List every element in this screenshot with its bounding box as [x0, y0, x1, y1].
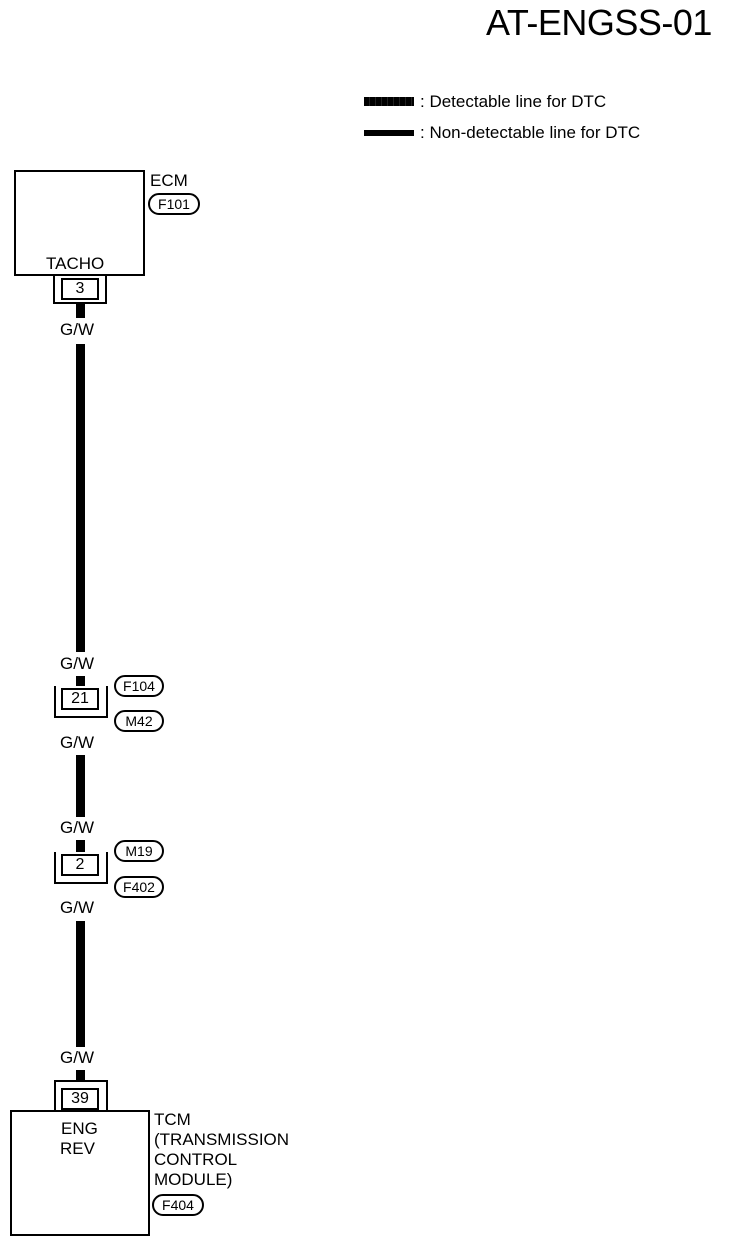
tcm-pin-label-2: REV — [60, 1139, 95, 1158]
wire-color-label: G/W — [60, 733, 94, 752]
wire-color-label: G/W — [60, 654, 94, 673]
legend-detectable-line — [364, 97, 414, 106]
wire-color-label: G/W — [60, 818, 94, 837]
tcm-name-line2: (TRANSMISSION — [154, 1130, 290, 1149]
joint2-terminal: 2 — [61, 854, 99, 876]
wire-color-label: G/W — [60, 1048, 94, 1067]
joint1-bracket — [54, 686, 108, 718]
joint2-bracket — [54, 852, 108, 884]
diagram-id: AT-ENGSS-01 — [486, 2, 712, 43]
tcm-name-line1: TCM — [154, 1110, 191, 1129]
wire-segment-joint1-in — [76, 676, 85, 686]
legend-detectable-label: : Detectable line for DTC — [420, 92, 607, 111]
legend-non-detectable-label: : Non-detectable line for DTC — [420, 123, 641, 142]
wire-segment-2 — [76, 755, 85, 817]
wire-segment-joint2-in — [76, 840, 85, 852]
joint2-connector-top: M19 — [114, 840, 164, 862]
wire-segment-1 — [76, 344, 85, 652]
tcm-terminal-bracket — [54, 1080, 108, 1112]
wire-color-label: G/W — [60, 320, 94, 339]
tcm-terminal: 39 — [61, 1088, 99, 1110]
ecm-terminal-bracket — [53, 276, 107, 304]
wire-color-label: G/W — [60, 898, 94, 917]
ecm-pin-label: TACHO — [46, 254, 105, 273]
ecm-box — [14, 170, 145, 276]
tcm-name-line3: CONTROL — [154, 1150, 238, 1169]
ecm-name: ECM — [150, 171, 188, 190]
joint1-connector-top: F104 — [114, 675, 164, 697]
wire-segment-3 — [76, 921, 85, 1047]
wire-segment-tcm-in — [76, 1070, 85, 1082]
wire-segment-1-top — [76, 304, 85, 318]
tcm-connector: F404 — [152, 1194, 204, 1216]
joint1-connector-bottom: M42 — [114, 710, 164, 732]
legend-non-detectable-line — [364, 130, 414, 136]
joint2-connector-bottom: F402 — [114, 876, 164, 898]
tcm-pin-label-1: ENG — [61, 1119, 98, 1138]
tcm-name-line4: MODULE) — [154, 1170, 233, 1189]
ecm-terminal: 3 — [61, 278, 99, 300]
tcm-box — [10, 1110, 150, 1236]
joint1-terminal: 21 — [61, 688, 99, 710]
ecm-connector: F101 — [148, 193, 200, 215]
